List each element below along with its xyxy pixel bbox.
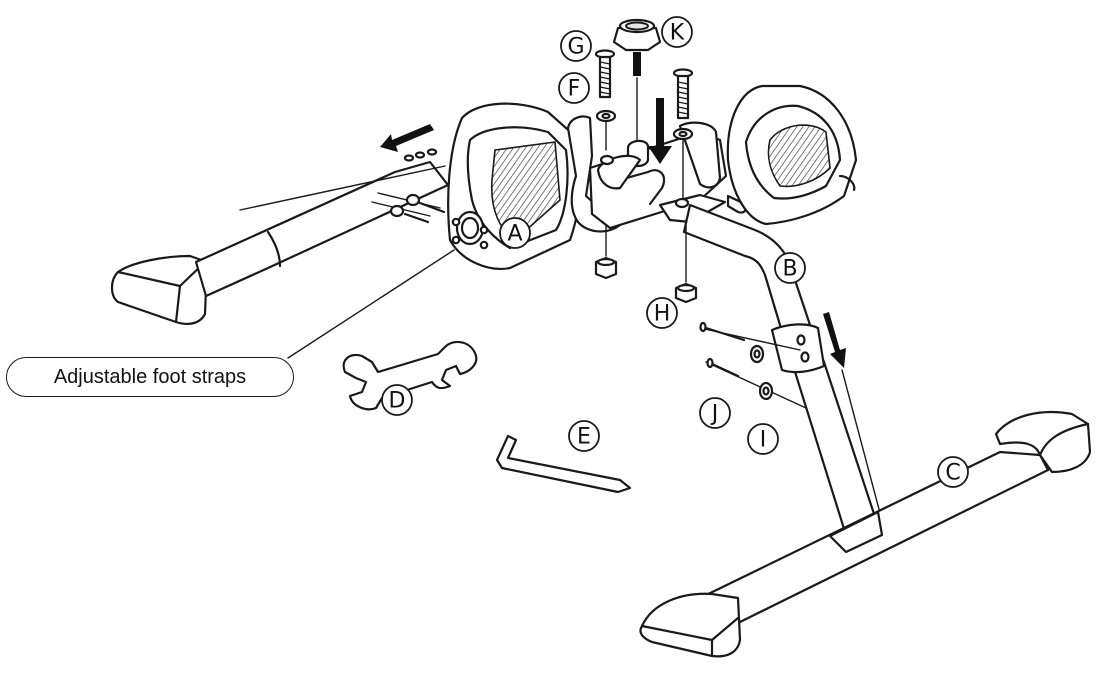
front-leg-frame: [639, 203, 1092, 658]
left-pedal: [447, 102, 583, 270]
right-pedal: [726, 84, 858, 226]
part-label-h: H: [646, 297, 678, 329]
top-hardware: [594, 18, 698, 304]
left-side-bolts: [371, 192, 446, 224]
left-rear-leg: [110, 148, 450, 325]
direction-arrows: [380, 98, 846, 368]
svg-text:H: H: [654, 302, 671, 327]
part-label-d: D: [381, 384, 413, 416]
part-label-c: C: [937, 456, 969, 488]
svg-text:D: D: [389, 389, 406, 414]
svg-text:I: I: [760, 428, 767, 453]
part-label-g: G: [560, 30, 592, 62]
center-crank-housing: [566, 115, 748, 233]
svg-text:C: C: [945, 461, 960, 486]
svg-text:E: E: [577, 425, 591, 450]
part-label-k: K: [661, 16, 693, 48]
part-label-e: E: [568, 420, 600, 452]
part-label-j: J: [699, 397, 731, 429]
allen-key-tool: [495, 434, 632, 494]
part-label-a: A: [499, 217, 531, 249]
part-label-b: B: [774, 252, 806, 284]
front-bolts-washers: [699, 321, 807, 409]
svg-text:K: K: [670, 21, 685, 46]
part-label-i: I: [747, 423, 779, 455]
svg-text:G: G: [567, 35, 584, 60]
wrench-tool: [342, 340, 478, 411]
callout-text: Adjustable foot straps: [53, 365, 247, 388]
svg-text:B: B: [782, 257, 797, 282]
svg-text:A: A: [507, 222, 522, 247]
foot-straps-callout: Adjustable foot straps: [6, 357, 294, 397]
part-label-f: F: [558, 72, 590, 104]
svg-text:J: J: [710, 402, 719, 427]
callout-leader: [287, 249, 455, 359]
svg-text:F: F: [568, 77, 581, 102]
